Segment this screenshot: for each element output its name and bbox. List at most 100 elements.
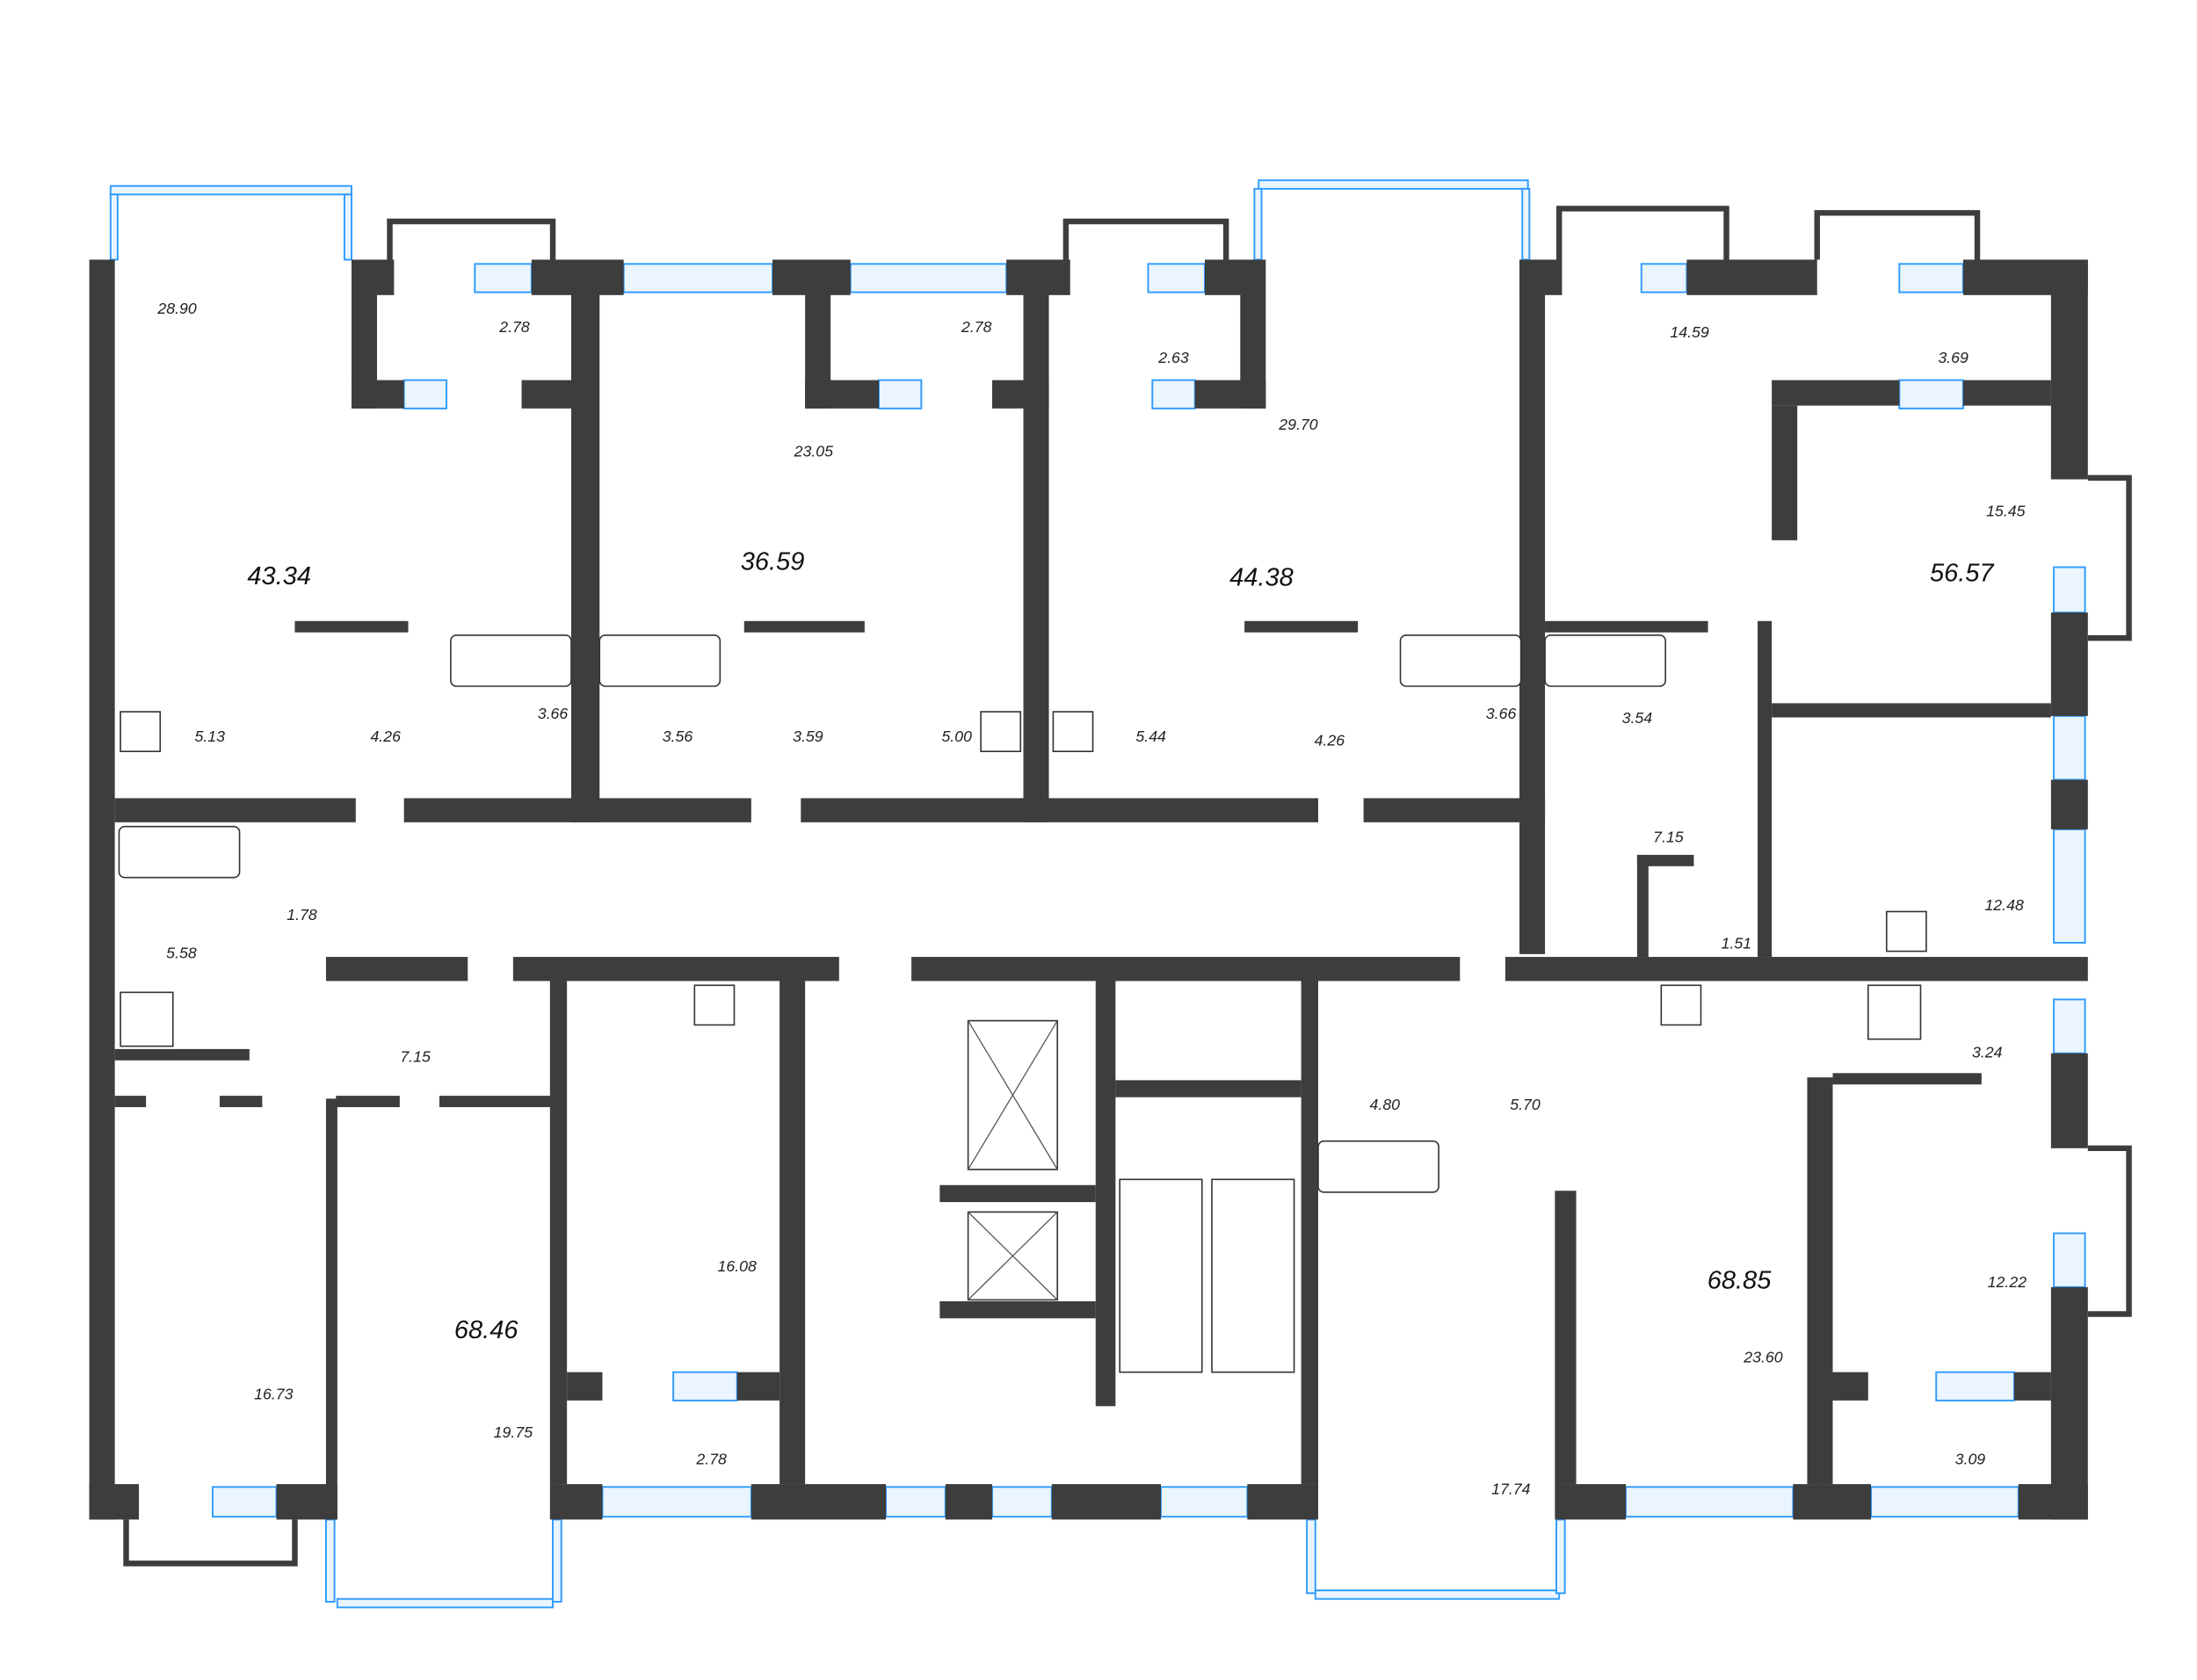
room-area: 7.15 — [400, 1047, 431, 1065]
wall — [352, 380, 404, 409]
wall — [1793, 1484, 1872, 1520]
wall — [276, 1484, 337, 1520]
room-area: 15.45 — [1986, 502, 2026, 519]
window — [672, 1371, 738, 1401]
room-area: 4.80 — [1370, 1096, 1401, 1113]
room-area: 23.05 — [794, 443, 834, 460]
room-area: 3.56 — [663, 728, 693, 745]
window — [2053, 1232, 2086, 1288]
stove-icon — [693, 984, 736, 1026]
windows — [109, 179, 2086, 1609]
wall — [911, 957, 1461, 981]
room-area: 2.78 — [695, 1450, 727, 1467]
room-area: 5.70 — [1510, 1096, 1541, 1113]
window — [1147, 263, 1206, 293]
wall — [2050, 1053, 2088, 1148]
wall — [2018, 1484, 2088, 1520]
bathtub-icon — [1399, 634, 1522, 687]
wall — [294, 620, 409, 633]
room-area: 7.15 — [1653, 828, 1684, 845]
wall — [1244, 620, 1359, 633]
wall — [1772, 380, 1900, 406]
wall — [1505, 957, 2088, 981]
room-area: 2.78 — [498, 318, 530, 336]
window — [1314, 1589, 1561, 1600]
wall — [1555, 1191, 1577, 1485]
window — [1898, 263, 1964, 293]
window — [211, 1486, 278, 1518]
wall — [1832, 1372, 1868, 1401]
wall — [801, 798, 1318, 822]
window — [601, 1486, 752, 1518]
window — [1306, 1518, 1316, 1595]
window — [2053, 566, 2086, 614]
wall — [403, 798, 751, 822]
room-area: 16.08 — [718, 1257, 758, 1275]
staircase — [1119, 1178, 1295, 1373]
window — [885, 1486, 946, 1518]
wall — [736, 1372, 780, 1401]
apartment-area: 68.46 — [454, 1316, 518, 1344]
stair-flight — [1119, 1178, 1203, 1373]
room-area: 4.26 — [1315, 732, 1345, 749]
room-area: 3.66 — [1486, 705, 1517, 722]
room-area: 2.78 — [961, 318, 992, 336]
bathtub-icon — [1544, 634, 1666, 687]
window — [1258, 179, 1529, 190]
wall — [1555, 1484, 1626, 1520]
apartment-area: 68.85 — [1708, 1266, 1772, 1294]
window — [1870, 1486, 2019, 1518]
elevator-cross — [968, 1020, 1058, 1170]
room-area: 5.44 — [1135, 728, 1166, 745]
wall — [1686, 259, 1817, 295]
room-area: 4.26 — [370, 728, 401, 745]
balcony-outline — [387, 218, 556, 260]
room-area: 28.90 — [156, 300, 197, 317]
room-area: 14.59 — [1670, 323, 1709, 341]
window — [1151, 379, 1196, 409]
shower-icon — [1867, 984, 1922, 1040]
wall — [2013, 1372, 2051, 1401]
room-area: 12.22 — [1988, 1273, 2027, 1291]
stove-icon — [980, 711, 1022, 752]
window — [402, 379, 448, 409]
room-area: 19.75 — [494, 1423, 533, 1441]
wall — [1772, 405, 1798, 540]
apartment-area: 44.38 — [1229, 563, 1294, 591]
wall — [2050, 1286, 2088, 1520]
balcony-outline — [1062, 218, 1229, 260]
window — [1935, 1371, 2015, 1401]
wall — [1758, 620, 1773, 958]
wall — [939, 1301, 1096, 1319]
wall — [2050, 779, 2088, 829]
wall — [1962, 380, 2051, 406]
window — [1625, 1486, 1795, 1518]
window — [109, 193, 119, 261]
window — [343, 193, 352, 261]
wall — [750, 1484, 887, 1520]
wall — [549, 1484, 603, 1520]
window — [109, 185, 352, 196]
window — [1521, 187, 1531, 261]
window — [991, 1486, 1053, 1518]
bathtub-icon — [1317, 1140, 1439, 1193]
wall — [325, 1098, 337, 1520]
wall — [1247, 1484, 1318, 1520]
wall — [805, 380, 879, 409]
wall — [945, 1484, 993, 1520]
wall — [1301, 981, 1318, 1485]
wall — [114, 1096, 147, 1108]
window — [622, 263, 773, 293]
wall — [1023, 259, 1049, 822]
wall — [571, 259, 600, 822]
bathtub-icon — [118, 825, 241, 879]
room-area: 16.73 — [254, 1385, 294, 1402]
window — [474, 263, 533, 293]
balcony-outline — [2087, 1145, 2132, 1317]
wall — [439, 1096, 554, 1108]
window — [552, 1518, 562, 1603]
walls — [89, 259, 2088, 1520]
window — [1640, 263, 1688, 293]
window — [2053, 828, 2086, 944]
